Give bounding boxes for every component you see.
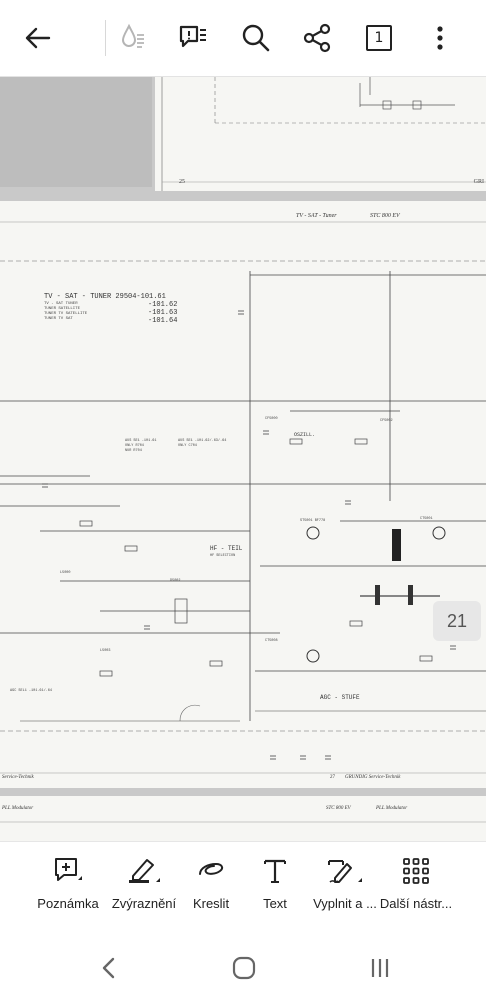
share-icon[interactable] (297, 18, 337, 58)
tool-fill-sign[interactable]: Vyplnit a ... (305, 856, 385, 926)
tuner-variant-1: -101.62 (148, 301, 178, 309)
svg-text:CT5008: CT5008 (265, 639, 278, 643)
tool-draw[interactable]: Kreslit (171, 856, 251, 926)
next-page-header-right: PLL Modulator (376, 806, 408, 811)
section-oszill: OSZILL. (294, 432, 316, 438)
document-viewer[interactable]: 25 GRI TV - SAT - Tuner STC 800 EV (0, 77, 486, 841)
tuner-variant-3: -101.64 (148, 317, 178, 325)
svg-text:CF5000: CF5000 (265, 417, 278, 421)
svg-text:NUR R704: NUR R704 (125, 449, 142, 453)
tool-highlight[interactable]: Zvýraznění (104, 856, 184, 926)
current-page: TV - SAT - Tuner STC 800 EV (0, 201, 486, 788)
svg-text:AUS SE1 -101.61: AUS SE1 -101.61 (125, 439, 157, 443)
tuner-title: TV - SAT - TUNER 29504-101.61 (44, 293, 166, 301)
svg-text:D5002: D5002 (170, 579, 181, 583)
section-agc: AGC - STUFE (320, 694, 360, 701)
svg-text:ONLY C704: ONLY C704 (178, 444, 197, 448)
draw-icon (199, 862, 224, 875)
svg-text:HF SELECTION: HF SELECTION (210, 554, 235, 558)
tuner-desc-4: TUNER TV SAT (44, 317, 73, 321)
next-page-header-mid: STC 800 EV (326, 806, 351, 811)
svg-text:ONLY R704: ONLY R704 (125, 444, 144, 448)
home-icon[interactable] (224, 950, 264, 986)
tool-label: Text (263, 896, 287, 911)
text-icon (264, 859, 286, 883)
fill-sign-icon (328, 860, 362, 883)
section-hf: HF - TEIL (210, 545, 243, 552)
tool-label: Kreslit (192, 896, 230, 911)
tools-bar: Poznámka Zvýraznění Kreslit Text Vyplnit… (0, 841, 486, 937)
comment-list-icon[interactable] (173, 18, 213, 58)
svg-text:CT5001: CT5001 (420, 517, 433, 521)
tuner-desc-2: TUNER SATELLITE (44, 307, 81, 311)
tool-label: Další nástr... (379, 896, 453, 911)
arrow-left-icon[interactable] (18, 18, 58, 58)
svg-text:AGC SEL1 -101.61/.64: AGC SEL1 -101.61/.64 (10, 688, 52, 693)
next-page-header-left: PLL Modulator (2, 806, 34, 811)
tool-label: Zvýraznění (111, 896, 177, 911)
page-header-right: STC 800 EV (370, 213, 400, 219)
highlighter-icon (129, 859, 160, 883)
system-nav-bar (0, 936, 486, 1000)
toolbar-divider (105, 20, 106, 56)
next-page: PLL Modulator STC 800 EV PLL Modulator (0, 796, 486, 841)
recents-icon[interactable] (360, 950, 400, 986)
empty-area (0, 77, 152, 187)
tuner-variant-2: -101.63 (148, 309, 178, 317)
tool-comment[interactable]: Poznámka (28, 856, 108, 926)
page-footer-number: 27 (330, 775, 335, 780)
svg-text:CF5002: CF5002 (380, 419, 393, 423)
tool-text[interactable]: Text (235, 856, 315, 926)
back-icon[interactable] (89, 950, 129, 986)
tuner-desc-3: TUNER TV SATELLITE (44, 312, 88, 316)
page-header-left: TV - SAT - Tuner (296, 213, 337, 219)
page-number-badge-text: 21 (446, 610, 468, 631)
search-icon[interactable] (236, 18, 276, 58)
svg-text:AUS SE1 -101.62/.63/.64: AUS SE1 -101.62/.63/.64 (178, 438, 226, 443)
svg-text:L5000: L5000 (60, 571, 71, 575)
svg-text:ST5001 BF778: ST5001 BF778 (300, 519, 325, 523)
svg-text:L5003: L5003 (100, 649, 111, 653)
prev-page-footer-right: GRI (473, 179, 484, 185)
prev-page-footer-left: 25 (179, 179, 185, 185)
more-tools-icon (403, 858, 429, 884)
tuner-desc-1: TV - SAT TUNER (44, 302, 78, 306)
previous-page: 25 GRI (155, 77, 486, 191)
page-footer-right: GRUNDIG Service-Technik (345, 775, 401, 780)
more-vertical-icon[interactable] (420, 18, 460, 58)
tool-label: Vyplnit a ... (313, 896, 377, 911)
page-count-button[interactable]: 1 (359, 18, 399, 58)
liquid-mode-icon[interactable] (112, 18, 152, 58)
top-toolbar: 1 (0, 0, 486, 77)
page-count: 1 (374, 30, 384, 46)
page-count-box: 1 (366, 25, 392, 51)
page-number-badge: 21 (433, 601, 481, 641)
page-footer-left: Service-Technik (2, 775, 34, 780)
comment-add-icon (55, 858, 82, 881)
tool-label: Poznámka (37, 896, 99, 911)
tool-more[interactable]: Další nástr... (376, 856, 456, 926)
